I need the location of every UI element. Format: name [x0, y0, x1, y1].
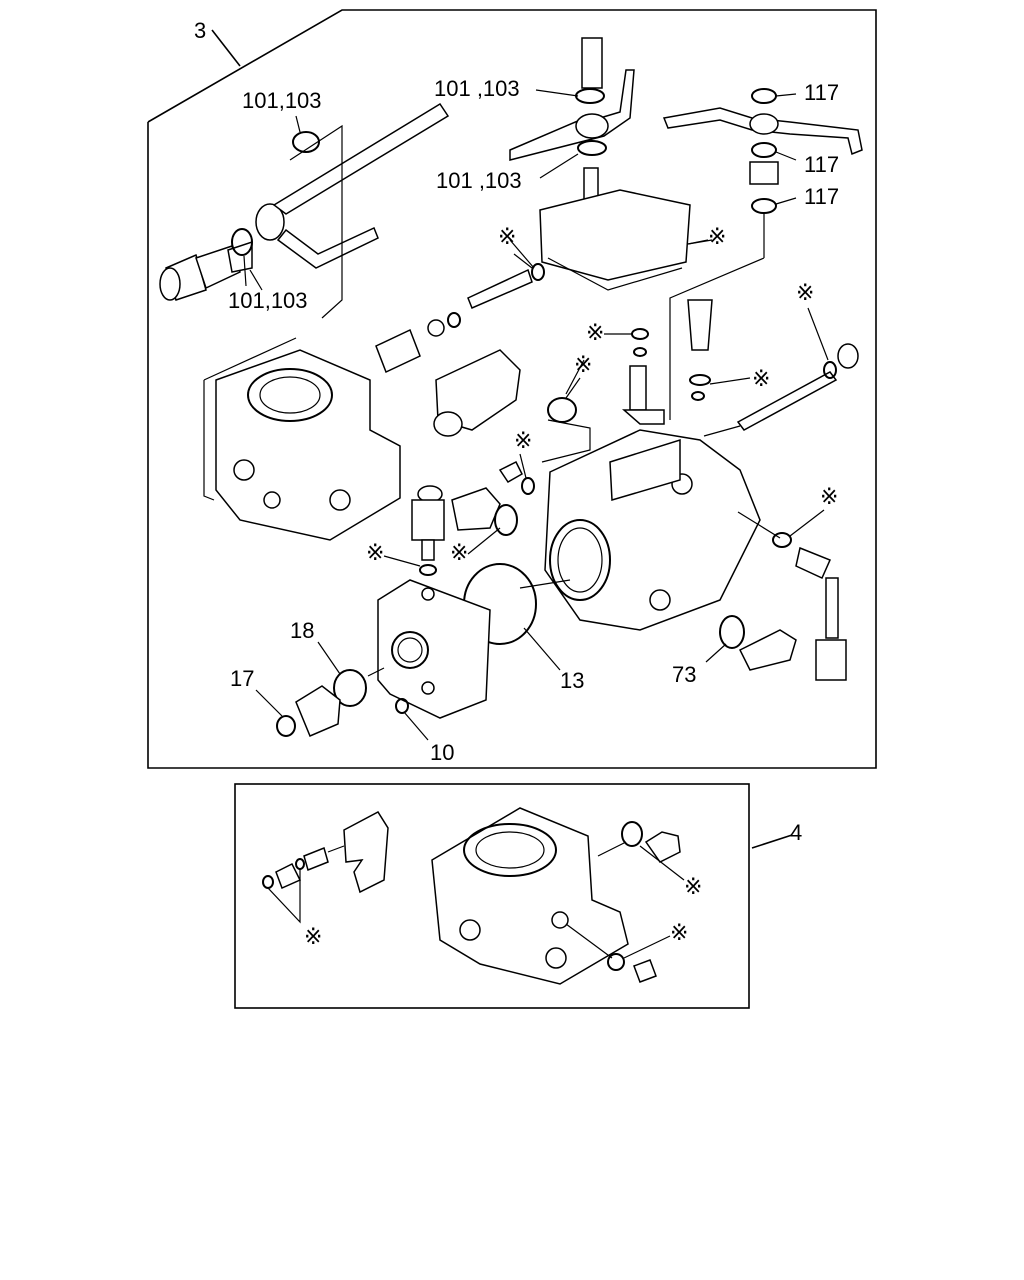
marker-star: ※ — [820, 484, 838, 509]
marker-star: ※ — [684, 874, 702, 899]
cover-block — [276, 579, 491, 737]
left-housing — [203, 337, 401, 541]
callout-101-103-left-top: 101,103 — [242, 88, 322, 113]
upper-assembly-frame — [147, 9, 877, 769]
marker-star: ※ — [366, 540, 384, 565]
middle-parts — [375, 299, 859, 463]
callout-labels: 3 101,103 101 ,103 101 ,103 101,103 117 … — [194, 18, 839, 845]
marker-star: ※ — [586, 320, 604, 345]
marker-star: ※ — [574, 352, 592, 377]
marker-leaders — [383, 239, 829, 959]
marker-star: ※ — [670, 920, 688, 945]
marker-star: ※ — [304, 924, 322, 949]
callout-101-103-left-bottom: 101,103 — [228, 288, 308, 313]
callout-73: 73 — [672, 662, 696, 687]
marker-star: ※ — [708, 224, 726, 249]
callout-18: 18 — [290, 618, 314, 643]
callout-117-middle: 117 — [804, 152, 839, 177]
lower-assembly-frame — [234, 783, 793, 1009]
callout-4: 4 — [790, 820, 802, 845]
callout-3: 3 — [194, 18, 206, 43]
marker-star: ※ — [752, 366, 770, 391]
center-cover-assembly — [467, 37, 713, 309]
lower-frame-parts — [262, 807, 681, 985]
right-sensor — [737, 511, 847, 681]
asterisk-markers: ※ ※ ※ ※ ※ ※ ※ ※ ※ ※ ※ ※ ※ — [304, 224, 838, 949]
callout-117-top: 117 — [804, 80, 839, 105]
marker-star: ※ — [514, 428, 532, 453]
main-pump-body — [544, 429, 761, 631]
marker-star: ※ — [498, 224, 516, 249]
callout-101-103-center-mid: 101 ,103 — [436, 168, 522, 193]
marker-star: ※ — [450, 540, 468, 565]
callout-10: 10 — [430, 740, 454, 765]
callout-101-103-center-top: 101 ,103 — [434, 76, 520, 101]
callout-117-bottom: 117 — [804, 184, 839, 209]
right-banjo-pipe — [662, 88, 863, 420]
gasket-plate — [719, 615, 797, 671]
solenoid-valve — [411, 460, 535, 576]
callout-13: 13 — [560, 668, 584, 693]
leader-lines — [243, 89, 797, 741]
callout-17: 17 — [230, 666, 254, 691]
marker-star: ※ — [796, 280, 814, 305]
left-pipe-fitting — [159, 102, 450, 319]
